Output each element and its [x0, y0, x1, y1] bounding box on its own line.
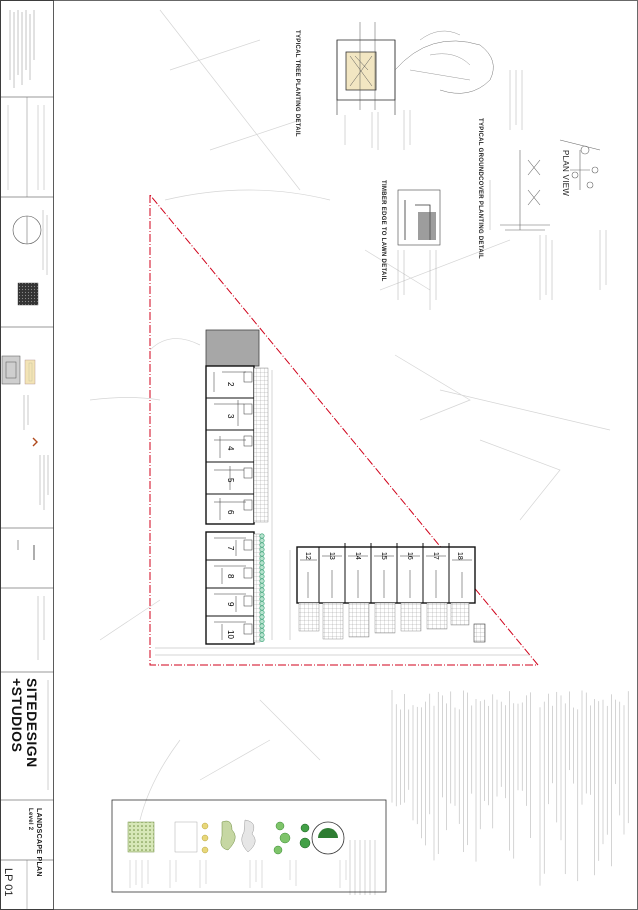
unit-number: 15: [380, 552, 387, 560]
company-name-line2: +STUDIOS: [9, 678, 25, 753]
groundcover-detail-title: TYPICAL GROUNDCOVER PLANTING DETAIL: [477, 118, 483, 259]
unit-number: 8: [226, 574, 235, 579]
shrub-symbol: [259, 618, 265, 624]
shrub-symbol: [259, 591, 265, 597]
groundcover-planting-detail: [489, 139, 607, 300]
unit-number: 17: [432, 552, 439, 560]
title-block: [0, 0, 54, 910]
tree-planting-detail-title: TYPICAL TREE PLANTING DETAIL: [294, 30, 300, 137]
tree-planting-detail: [336, 22, 523, 150]
sheet-title: LANDSCAPE PLAN: [35, 808, 42, 877]
shrub-symbol: [259, 546, 265, 552]
shrub-symbol: [259, 564, 265, 570]
shrub-symbol: [259, 578, 265, 584]
shrub-symbol: [259, 636, 265, 642]
plan-view-title: PLAN VIEW: [561, 150, 570, 197]
shrub-symbol: [259, 600, 265, 606]
shrub-symbol: [259, 555, 265, 561]
unit-number: 2: [226, 382, 235, 387]
unit-number: 13: [328, 552, 335, 560]
west-townhouse-block: 2 3 4 5 6 7 8 9 10: [205, 329, 269, 645]
shrub-symbol: [259, 596, 265, 602]
unit-number: 18: [456, 552, 463, 560]
shrub-symbol: [259, 533, 265, 539]
unit-number: 10: [226, 630, 235, 639]
unit-number: 5: [226, 478, 235, 483]
unit-number: 9: [226, 602, 235, 607]
unit-number: 6: [226, 510, 235, 515]
site-boundary: [149, 193, 540, 666]
timber-edge-detail-title: TIMBER EDGE TO LAWN DETAIL: [380, 180, 386, 282]
unit-number: 7: [226, 546, 235, 551]
shrub-symbol: [259, 609, 265, 615]
shrub-symbol: [259, 587, 265, 593]
unit-number: 3: [226, 414, 235, 419]
unit-number: 14: [354, 552, 361, 560]
shrub-symbol: [259, 632, 265, 638]
shrub-symbol: [259, 551, 265, 557]
shrub-symbol: [259, 537, 265, 543]
specification-notes: [349, 690, 629, 895]
shrub-symbol: [259, 560, 265, 566]
shrub-symbol: [259, 605, 265, 611]
plant-legend: [111, 799, 387, 893]
shrub-symbol: [259, 623, 265, 629]
east-townhouse-block: 12 13 14 15 16 17 18: [296, 543, 486, 643]
shrub-symbol: [259, 573, 265, 579]
sheet-number: LP 01: [2, 868, 14, 897]
unit-number: 16: [406, 552, 413, 560]
company-name-line1: SITEDESIGN: [24, 678, 40, 768]
unit-number: 12: [304, 552, 311, 560]
shrub-symbol: [259, 542, 265, 548]
shrub-symbol: [259, 627, 265, 633]
sheet-subtitle: Level 2: [27, 808, 33, 831]
unit-number: 4: [226, 446, 235, 451]
shrub-symbol: [259, 614, 265, 620]
timber-edge-detail: [397, 189, 441, 310]
shrub-symbol: [259, 582, 265, 588]
shrub-symbol: [259, 569, 265, 575]
